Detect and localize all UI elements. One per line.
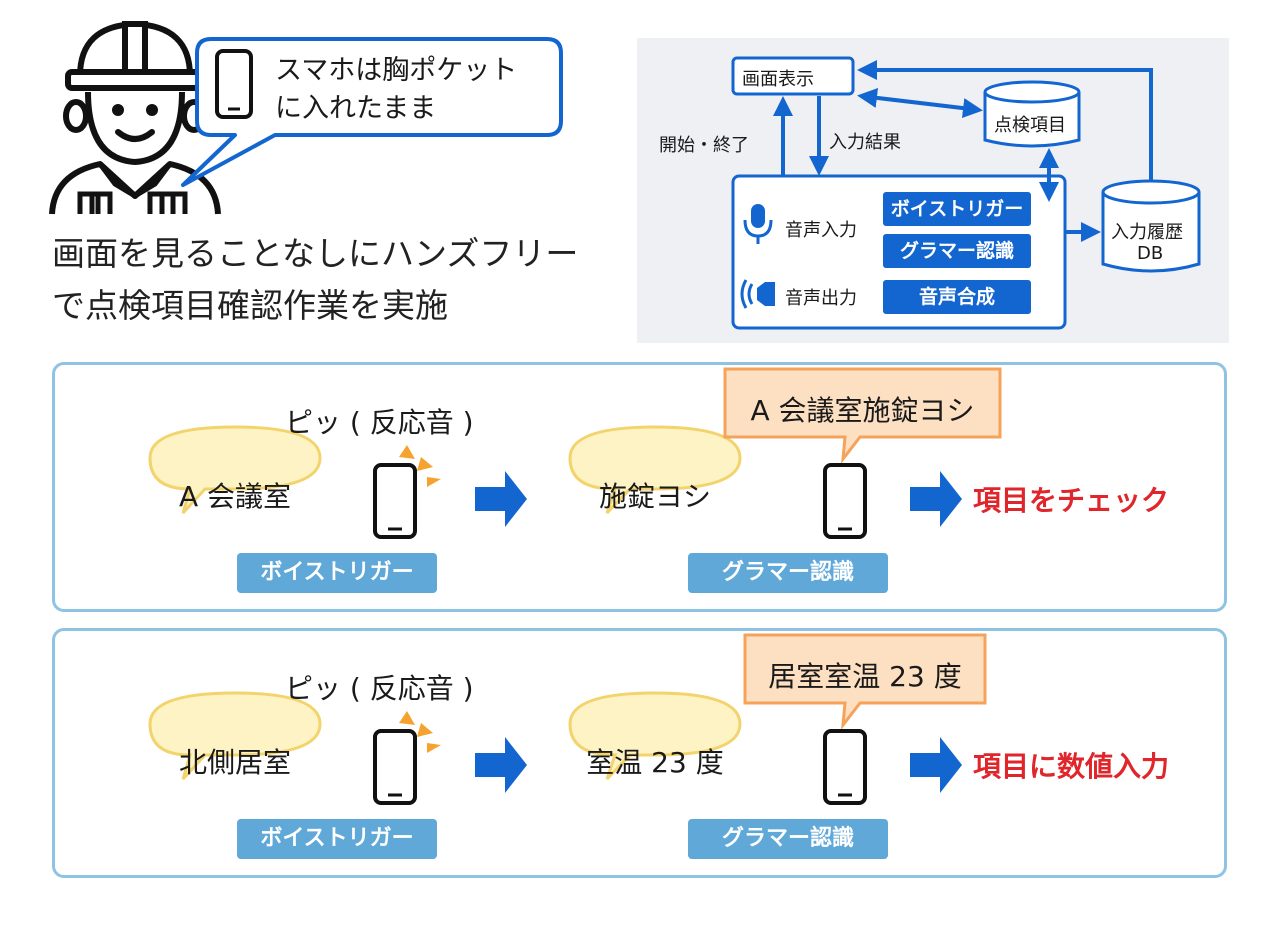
inspection-items-db	[983, 80, 1081, 148]
history-db	[1101, 179, 1201, 273]
screen-box	[731, 56, 855, 96]
screen-label: 画面表示	[742, 69, 814, 90]
example-panel-1: ピッ ( 反応音 ) A 会議室 ボイストリガー A 会議室施錠ヨシ 施錠ヨシ …	[52, 362, 1227, 612]
phone-icon	[823, 463, 867, 539]
microphone-icon	[743, 204, 773, 244]
arrow-right-icon	[475, 737, 527, 793]
tts-box: 音声合成	[883, 280, 1031, 314]
example-panel-2: ピッ ( 反応音 ) 北側居室 ボイストリガー 居室室温 23 度 室温 23 …	[52, 628, 1227, 878]
phone-icon	[823, 729, 867, 805]
history-db-sublabel: DB	[1137, 243, 1164, 264]
beep-label: ピッ ( 反応音 )	[285, 672, 474, 705]
voice-output-label: 音声出力	[785, 288, 857, 309]
trigger-speech-oval	[148, 691, 322, 781]
caption-line-1: 画面を見ることなしにハンズフリー	[52, 234, 579, 273]
callout-text: 居室室温 23 度	[768, 660, 962, 693]
start-end-label: 開始・終了	[659, 135, 749, 156]
history-db-label: 入力履歴	[1111, 222, 1183, 243]
caption: 画面を見ることなしにハンズフリー で点検項目確認作業を実施	[52, 228, 612, 332]
arrow-right-icon	[910, 471, 962, 527]
voice-input-label: 音声入力	[785, 220, 857, 241]
trigger-speech-oval	[148, 425, 322, 515]
speaker-icon	[740, 279, 775, 309]
trigger-word: A 会議室	[178, 480, 292, 513]
speech-text: スマホは胸ポケット に入れたまま	[275, 55, 518, 124]
arrow-right-icon	[910, 737, 962, 793]
beep-mark	[399, 445, 415, 459]
beep-mark	[399, 711, 415, 725]
voice-trigger-tag: ボイストリガー	[237, 553, 437, 593]
phone-icon	[373, 463, 417, 539]
voice-trigger-tag: ボイストリガー	[237, 819, 437, 859]
callout-text: A 会議室施錠ヨシ	[750, 394, 975, 427]
worker-illustration	[49, 21, 221, 215]
input-result-label: 入力結果	[829, 132, 901, 153]
utterance-text: 室温 23 度	[586, 746, 724, 779]
inspection-items-label: 点検項目	[994, 115, 1066, 136]
caption-line-2: で点検項目確認作業を実施	[52, 286, 448, 325]
voice-trigger-box: ボイストリガー	[883, 192, 1031, 226]
utterance-speech-oval	[568, 691, 742, 781]
speech-bubble	[181, 37, 563, 187]
grammar-tag: グラマー認識	[688, 553, 888, 593]
result-text: 項目をチェック	[973, 484, 1170, 517]
trigger-word: 北側居室	[178, 746, 291, 779]
grammar-box: グラマー認識	[883, 234, 1031, 268]
arrow-right-icon	[475, 471, 527, 527]
system-flow-diagram: 画面表示 開始・終了 入力結果 点検項目 音声入力 音声出力 ボイストリガー グ…	[637, 38, 1229, 343]
utterance-speech-oval	[568, 425, 742, 515]
utterance-text: 施錠ヨシ	[598, 480, 711, 513]
callout-box	[743, 633, 987, 730]
grammar-tag: グラマー認識	[688, 819, 888, 859]
beep-label: ピッ ( 反応音 )	[285, 406, 474, 439]
result-text: 項目に数値入力	[973, 750, 1170, 783]
phone-icon	[373, 729, 417, 805]
callout-box	[723, 367, 1002, 464]
